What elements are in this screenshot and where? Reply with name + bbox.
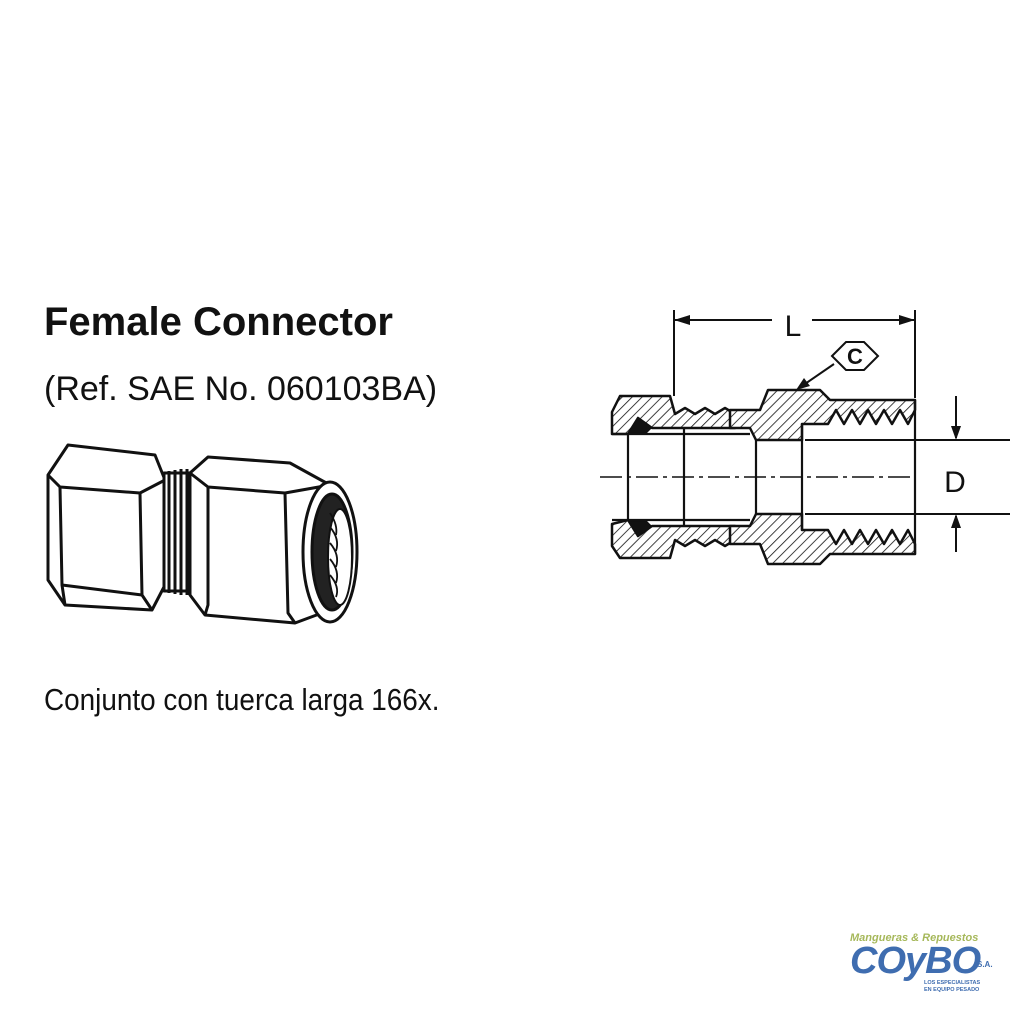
dimension-label-hex: C: [847, 344, 863, 369]
isometric-connector-drawing: [46, 443, 359, 625]
body-section-top: [728, 388, 917, 442]
logo-brand: COyBO: [850, 940, 981, 982]
logo-tagline-2: EN EQUIPO PESADO: [924, 987, 980, 993]
dimension-label-length: L: [785, 310, 802, 343]
cross-section-drawing: L C D: [600, 310, 1010, 566]
body-section-bottom: [728, 512, 917, 566]
company-logo: Mangueras & Repuestos COyBO S.A. LOS ESP…: [846, 932, 996, 1002]
logo-top-text: Mangueras & Repuestos: [850, 932, 979, 944]
logo-suffix: S.A.: [977, 960, 993, 969]
product-title: Female Connector: [44, 300, 393, 344]
product-caption: Conjunto con tuerca larga 166x.: [44, 682, 440, 717]
product-reference: (Ref. SAE No. 060103BA): [44, 370, 438, 408]
nut-section-top: [610, 394, 737, 436]
logo-tagline-1: LOS ESPECIALISTAS: [924, 980, 981, 986]
dimension-label-diameter: D: [944, 466, 966, 499]
nut-section-bottom: [610, 518, 737, 560]
